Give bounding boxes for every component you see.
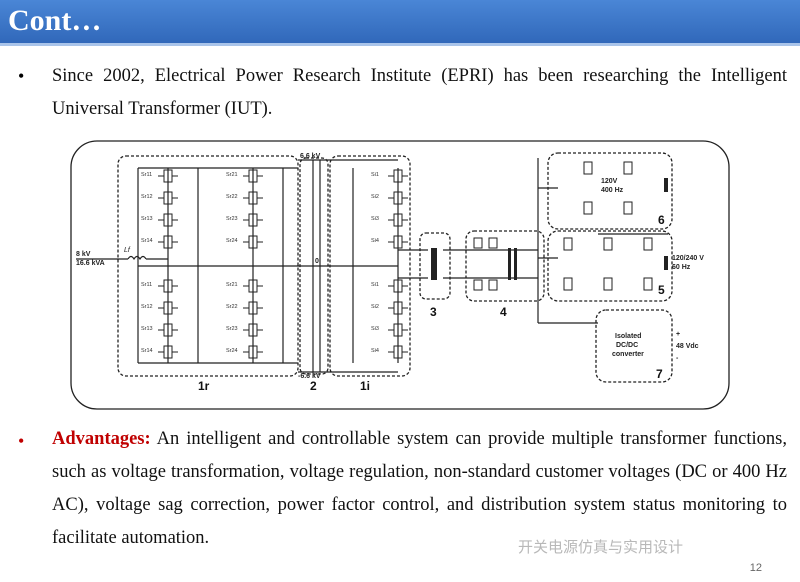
out-5-line2: 60 Hz [672,264,691,271]
out-6-line2: 400 Hz [601,187,624,194]
block-4-box [465,230,545,302]
bullet-1-body: Since 2002, Electrical Power Research In… [52,66,787,119]
bus-mid-label: 0 [315,258,319,265]
iso-line3: converter [612,351,644,358]
title-bar: Cont… [0,0,800,46]
switch-grid-4 [473,237,498,291]
switch-label: Sr22 [226,194,238,200]
iut-circuit-diagram: Sr11 Sr12 Sr13 Sr14 Sr11 Sr12 Sr13 Sr14 … [70,140,730,410]
switch-grid-1r-left [158,169,178,359]
bullet-text-1: Since 2002, Electrical Power Research In… [52,60,787,126]
switch-grid-6 [583,161,633,215]
switch-label: Sr21 [226,282,238,288]
switch-label: Sr13 [141,326,153,332]
switch-label: Si2 [371,194,379,200]
advantages-label: Advantages: [52,429,151,449]
switch-label: Si3 [371,216,379,222]
block-1r-box [117,155,299,377]
block-7-label: 7 [656,367,663,381]
switch-label: Sr14 [141,238,153,244]
out-5-line1: 120/240 V [672,255,704,262]
iso-line1: Isolated [615,333,641,340]
bullet-marker-1: • [18,66,25,86]
switch-label: Sr24 [226,348,238,354]
out-7-minus: - [676,355,679,362]
block-3-label: 3 [430,305,437,319]
switch-grid-1i [388,169,408,359]
bus-bottom-label: -6.6 kV [298,373,321,380]
switch-label: Sr14 [141,348,153,354]
block-5-box [547,230,673,302]
switch-label: Sr12 [141,194,153,200]
switch-label: Sr13 [141,216,153,222]
bullet-2-body: An intelligent and controllable system c… [52,429,787,548]
outer-boundary [70,140,730,410]
title-underline [0,43,800,46]
switch-label: Sr21 [226,172,238,178]
out-7-label: 48 Vdc [676,343,699,350]
switch-label: Sr23 [226,326,238,332]
switch-label: Sr11 [141,282,152,288]
switch-label: Si2 [371,304,379,310]
block-4-label: 4 [500,305,507,319]
input-voltage-label: 8 kV [76,251,91,258]
bullet-marker-2: • [18,431,25,451]
block-1i-label: 1i [360,379,370,393]
block-5-label: 5 [658,283,665,297]
bus-top-label: 6.6 kV [300,153,321,160]
switch-label: Sr23 [226,216,238,222]
input-power-label: 16.6 kVA [76,260,105,267]
switch-label: Si1 [371,282,379,288]
block-6-box [547,152,673,230]
block-7-box [595,309,673,383]
switch-label: Sr12 [141,304,153,310]
out-7-plus: + [676,331,680,338]
block-2-label: 2 [310,379,317,393]
switch-label: Sr24 [226,238,238,244]
switch-label: Si1 [371,172,379,178]
inductor-label: Lf [124,247,131,254]
switch-grid-1r-right [243,169,263,359]
slide-number: 12 [749,562,762,574]
switch-label: Si3 [371,326,379,332]
switch-label: Sr11 [141,172,152,178]
slide-title: Cont… [8,4,102,37]
out-6-line1: 120V [601,178,618,185]
bullet-text-2: Advantages: An intelligent and controlla… [52,423,787,555]
watermark: 开关电源仿真与实用设计 [518,538,684,556]
switch-label: Si4 [371,348,379,354]
switch-label: Si4 [371,238,379,244]
block-6-label: 6 [658,213,665,227]
block-1r-label: 1r [198,379,210,393]
switch-label: Sr22 [226,304,238,310]
iso-line2: DC/DC [616,342,638,349]
switch-grid-5 [563,237,653,291]
